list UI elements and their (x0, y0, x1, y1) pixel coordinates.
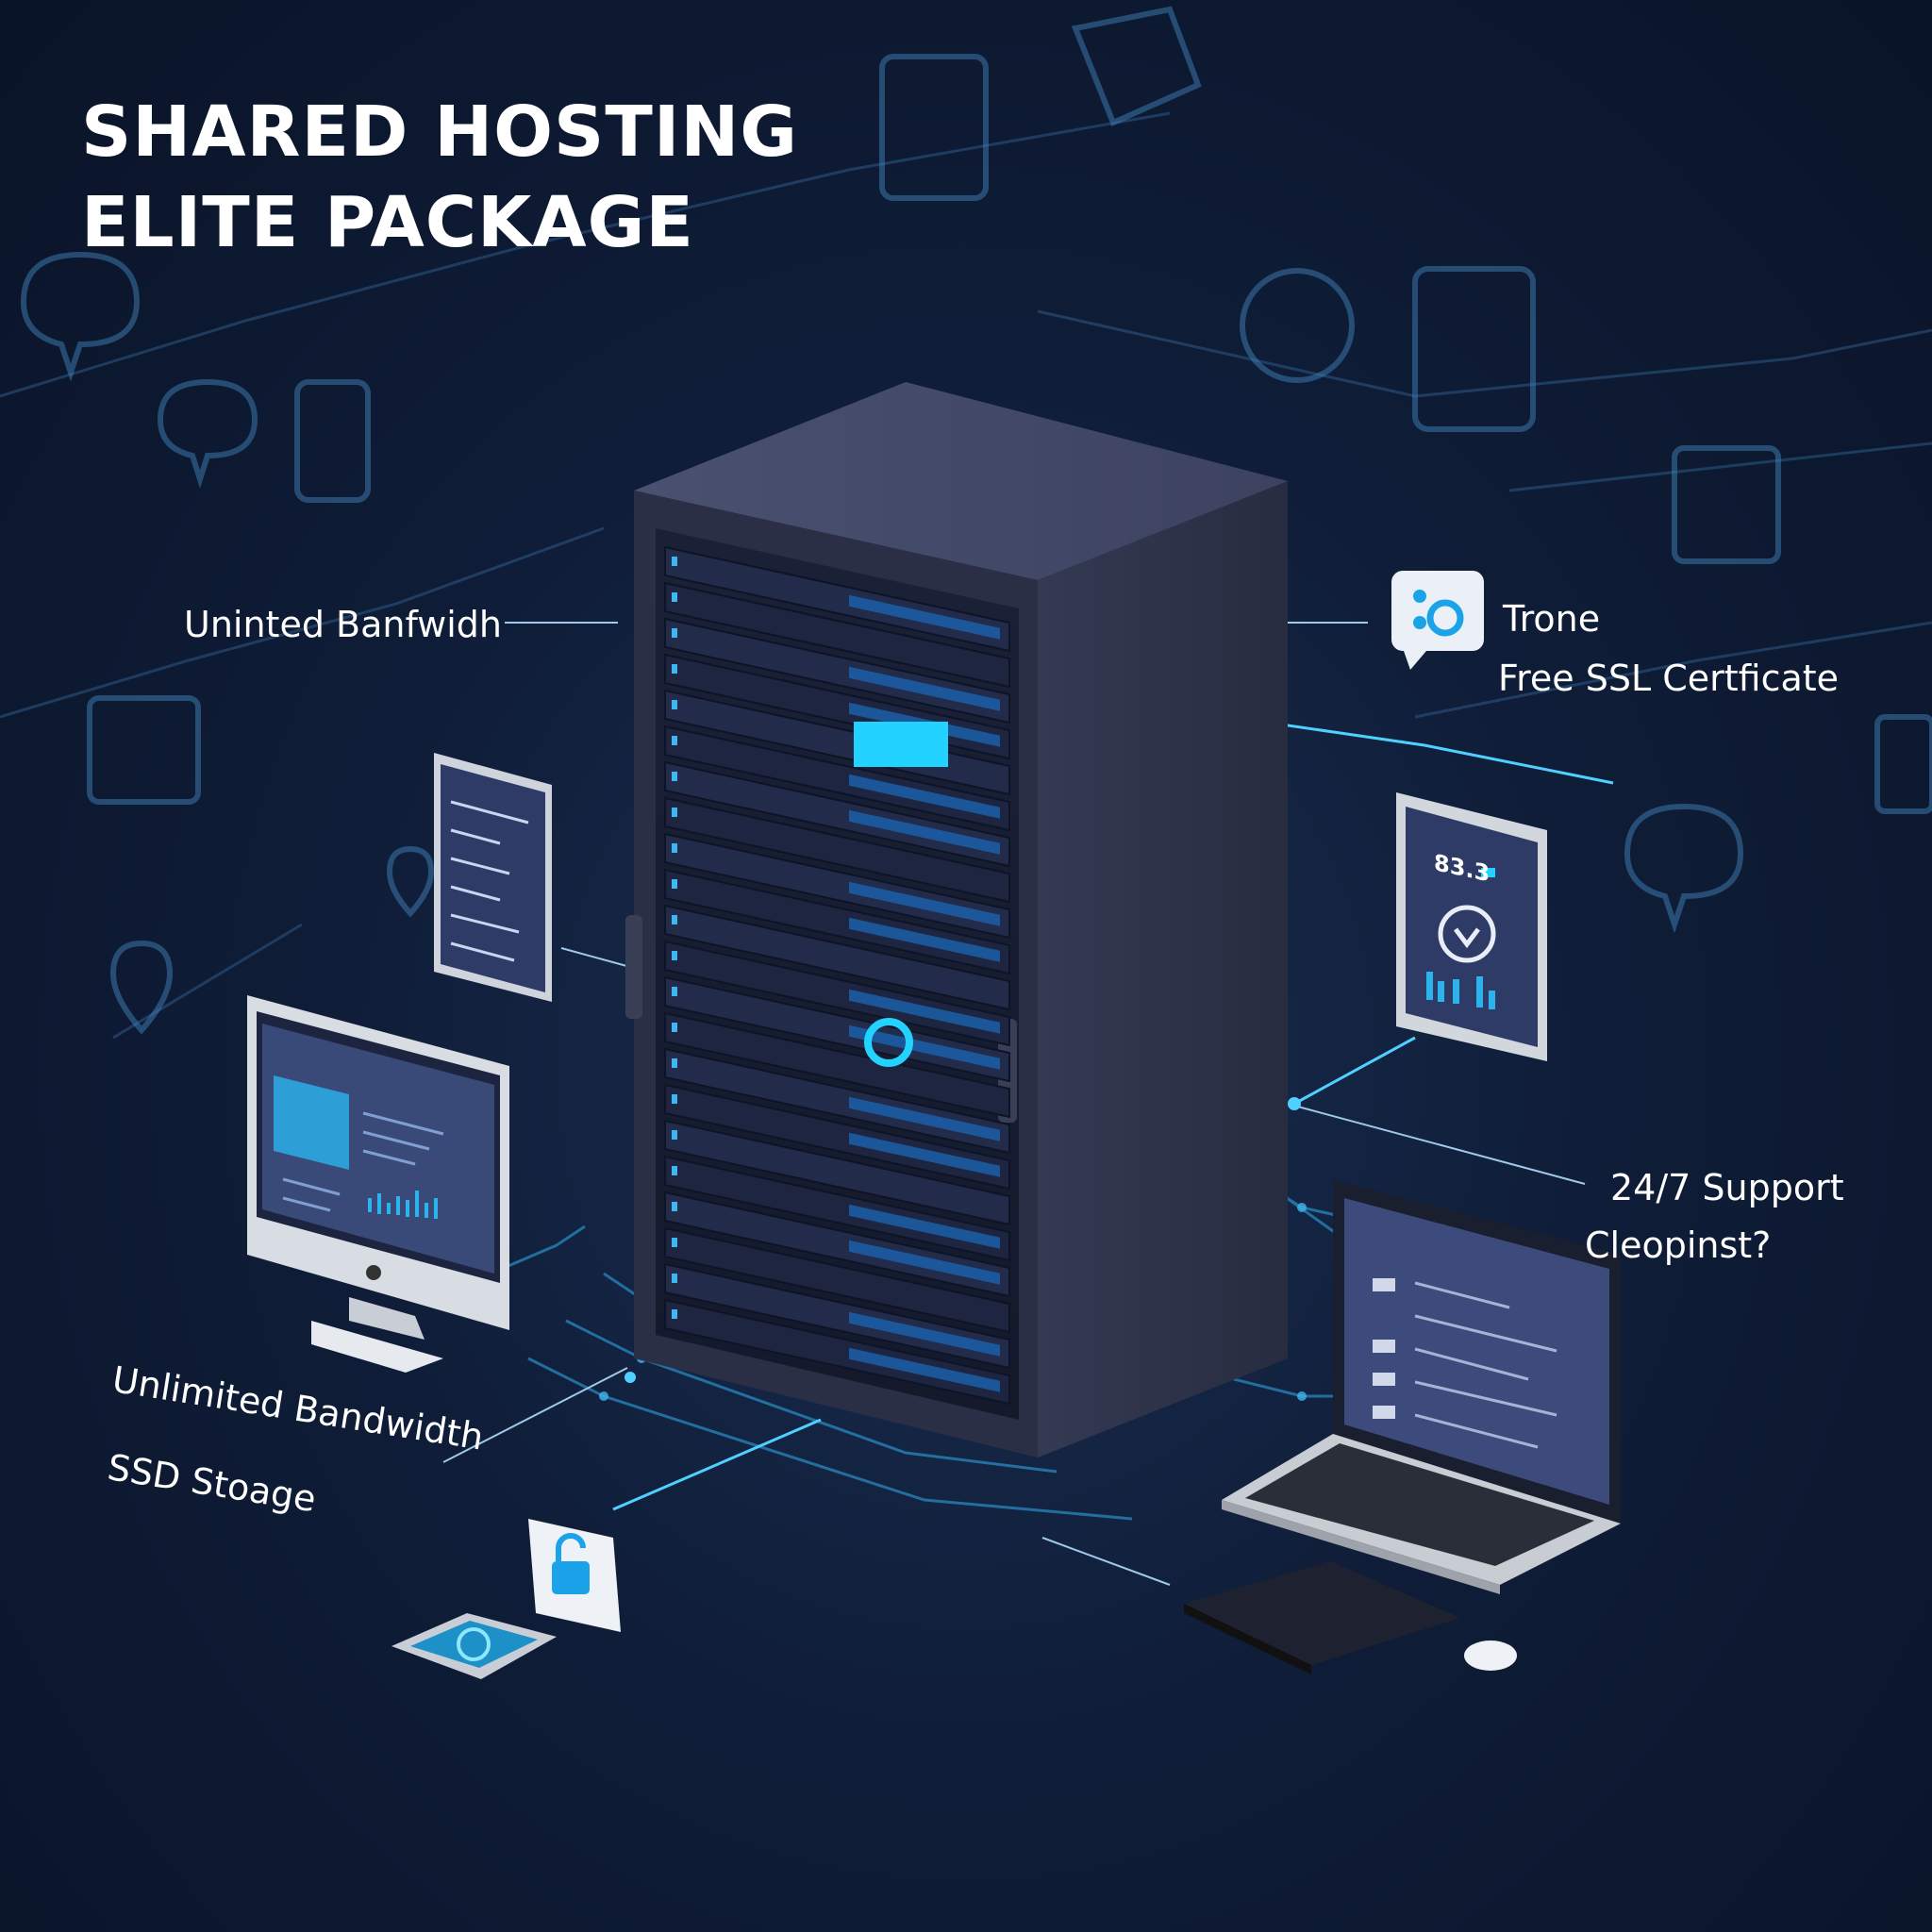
feature-label-cleopinst: Cleopinst? (1585, 1224, 1772, 1266)
monitor-icon (879, 54, 989, 201)
rack-unit (664, 868, 1010, 975)
feature-label-bandwidth-top: Uninted Banfwidh (184, 604, 503, 645)
rack-unit (664, 904, 1010, 1011)
feature-label-trone: Trone (1503, 598, 1601, 640)
rack-unit (664, 1047, 1010, 1155)
status-led (672, 557, 677, 566)
drive-bay (849, 1347, 1000, 1392)
status-led (672, 843, 677, 853)
status-led (672, 1094, 677, 1104)
status-led (672, 700, 677, 709)
location-pin-icon (109, 940, 174, 1035)
phone-icon (294, 379, 371, 503)
drive-bay (849, 1240, 1000, 1285)
rack-unit (664, 975, 1010, 1083)
drive-bay (849, 881, 1000, 926)
rack-unit (664, 1298, 1010, 1406)
chat-icon (157, 378, 258, 489)
connector-line (1293, 1105, 1586, 1185)
cube-icon (1071, 6, 1202, 127)
drive-bay (849, 989, 1000, 1034)
calendar-icon (1672, 445, 1781, 564)
rack-unit (664, 1191, 1010, 1298)
connector-line (1041, 1537, 1171, 1586)
status-led (672, 879, 677, 889)
power-ring (864, 1018, 913, 1067)
title-line-1: SHARED HOSTING (81, 92, 799, 173)
rack-unit (664, 940, 1010, 1047)
drive-bay (849, 594, 1000, 640)
rack-unit (664, 545, 1010, 653)
rack-unit (664, 760, 1010, 868)
drive-bay (849, 1096, 1000, 1141)
status-led (672, 1309, 677, 1319)
status-led (672, 1023, 677, 1032)
chat-icon (20, 251, 141, 382)
status-led (672, 736, 677, 745)
title-line-2: ELITE PACKAGE (81, 182, 694, 263)
status-led (672, 808, 677, 817)
rack-unit (664, 724, 1010, 832)
gauge-icon (1240, 268, 1355, 383)
drive-bay (849, 774, 1000, 819)
rack-unit (664, 1226, 1010, 1334)
feature-label-support: 24/7 Support (1610, 1167, 1844, 1208)
feature-label-ssl: Free SSL Certficate (1498, 658, 1840, 699)
rack-unit (664, 617, 1010, 724)
rack-unit (664, 1083, 1010, 1191)
rack-unit (664, 581, 1010, 689)
status-led (672, 664, 677, 674)
status-led (672, 628, 677, 638)
rack-unit (664, 796, 1010, 904)
browser-icon (87, 695, 201, 805)
status-led (672, 772, 677, 781)
rack-unit (664, 1119, 1010, 1226)
drive-bay (849, 666, 1000, 711)
drive-bay (849, 1204, 1000, 1249)
drive-bay (849, 1024, 1000, 1070)
status-led (672, 915, 677, 924)
rack-unit (664, 1262, 1010, 1370)
status-led (672, 951, 677, 960)
drive-bay (849, 1311, 1000, 1357)
status-led (672, 1058, 677, 1068)
status-led (672, 1238, 677, 1247)
rack-unit (664, 1155, 1010, 1262)
drive-bay (849, 1132, 1000, 1177)
status-led (672, 1166, 677, 1175)
calculator-icon (1874, 714, 1932, 814)
status-led (672, 1202, 677, 1211)
drive-bay (849, 917, 1000, 962)
status-led (672, 592, 677, 602)
status-led (672, 987, 677, 996)
rack-unit (664, 832, 1010, 940)
connector-line (442, 1367, 628, 1463)
status-led (672, 1130, 677, 1140)
connector-line (560, 947, 631, 968)
location-pin-icon (386, 845, 435, 918)
chat-icon (1624, 803, 1744, 934)
tablet-icon (1412, 266, 1536, 432)
page-title: SHARED HOSTING ELITE PACKAGE (81, 87, 798, 268)
drive-bay (849, 809, 1000, 855)
rack-display (854, 722, 948, 767)
status-led (672, 1274, 677, 1283)
